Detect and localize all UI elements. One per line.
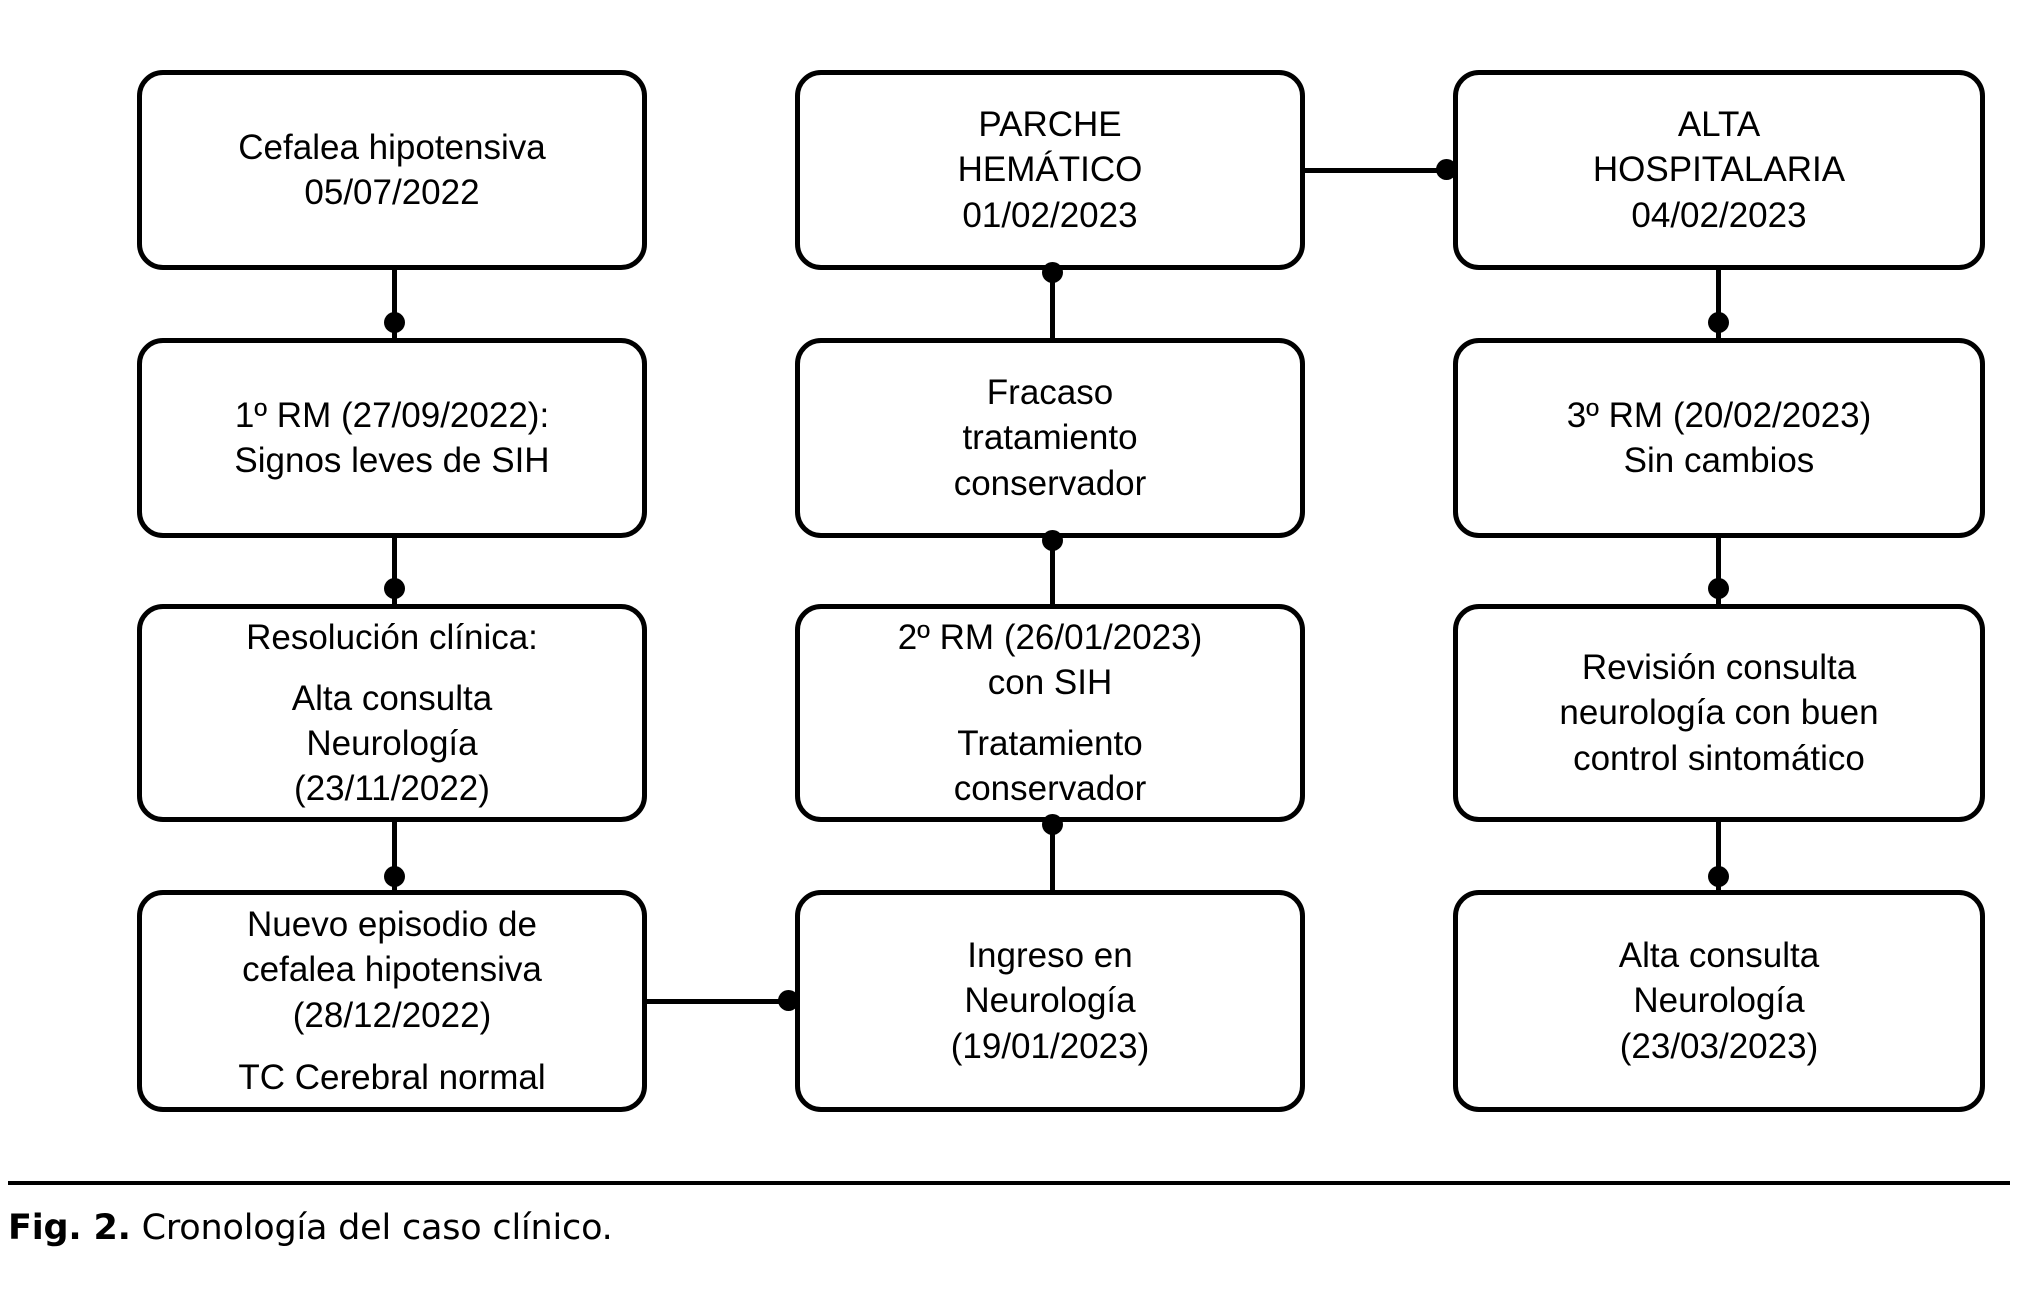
node-alta-hospitalaria[interactable]: ALTA HOSPITALARIA 04/02/2023	[1453, 70, 1985, 270]
node-line: Neurología	[306, 723, 478, 763]
figure-caption-text: Cronología del caso clínico.	[141, 1208, 613, 1248]
node-line: control sintomático	[1573, 738, 1865, 778]
edge-c1n4-c2n4	[647, 999, 799, 1004]
edge-endpoint-dot	[384, 578, 405, 599]
node-tercera-rm[interactable]: 3º RM (20/02/2023) Sin cambios	[1453, 338, 1985, 538]
node-line: 01/02/2023	[962, 195, 1138, 235]
node-line: 2º RM (26/01/2023)	[897, 618, 1203, 657]
edge-endpoint-dot	[1436, 159, 1457, 180]
node-line: Nuevo episodio de	[247, 905, 537, 945]
figure-caption-label: Fig. 2.	[8, 1208, 131, 1248]
node-line: Alta consulta	[1618, 936, 1820, 976]
node-line: 04/02/2023	[1631, 195, 1807, 235]
node-segunda-rm[interactable]: 2º RM (26/01/2023) con SIH Tratamiento c…	[795, 604, 1305, 822]
node-line: (23/03/2023)	[1619, 1026, 1819, 1066]
edge-endpoint-dot	[778, 990, 799, 1011]
node-line: 1º RM (27/09/2022):	[234, 395, 550, 435]
node-line: Ingreso en	[967, 936, 1133, 976]
node-line: 3º RM (20/02/2023)	[1566, 395, 1872, 435]
edge-endpoint-dot	[1042, 814, 1063, 835]
node-line: Resolución clínica:	[246, 618, 538, 657]
edge-endpoint-dot	[384, 312, 405, 333]
node-line: ALTA	[1677, 105, 1761, 145]
node-line: conservador	[953, 768, 1147, 808]
node-line: Signos leves de SIH	[234, 441, 550, 480]
node-primera-rm[interactable]: 1º RM (27/09/2022): Signos leves de SIH	[137, 338, 647, 538]
edge-c1n1-c1n2	[392, 270, 397, 338]
node-line: (19/01/2023)	[950, 1026, 1150, 1066]
node-line: conservador	[953, 463, 1147, 503]
node-line: (23/11/2022)	[294, 768, 490, 808]
node-line: con SIH	[987, 663, 1113, 703]
caption-rule	[8, 1181, 2010, 1185]
node-line: tratamiento	[962, 418, 1138, 458]
edge-c2n1-c3n1	[1305, 168, 1457, 173]
node-line: Fracaso	[986, 373, 1114, 413]
node-cefalea-hipotensiva[interactable]: Cefalea hipotensiva 05/07/2022	[137, 70, 647, 270]
node-parche-hematico[interactable]: PARCHE HEMÁTICO 01/02/2023	[795, 70, 1305, 270]
edge-c2n3-c2n2	[1050, 538, 1055, 604]
node-line: Sin cambios	[1623, 441, 1815, 480]
node-alta-consulta-neurologia[interactable]: Alta consulta Neurología (23/03/2023)	[1453, 890, 1985, 1112]
figure-caption: Fig. 2. Cronología del caso clínico.	[8, 1208, 1608, 1248]
edge-endpoint-dot	[1708, 866, 1729, 887]
node-resolucion-clinica[interactable]: Resolución clínica: Alta consulta Neurol…	[137, 604, 647, 822]
edge-endpoint-dot	[1042, 262, 1063, 283]
node-line: Revisión consulta	[1581, 648, 1857, 688]
node-line: HOSPITALARIA	[1592, 150, 1846, 190]
node-line: Alta consulta	[291, 678, 493, 718]
edge-c2n4-c2n3	[1050, 822, 1055, 890]
node-line: Neurología	[964, 981, 1136, 1021]
edge-c3n2-c3n3	[1716, 538, 1721, 604]
edge-c1n2-c1n3	[392, 538, 397, 604]
edge-c3n3-c3n4	[1716, 822, 1721, 890]
edge-endpoint-dot	[384, 866, 405, 887]
node-revision-consulta[interactable]: Revisión consulta neurología con buen co…	[1453, 604, 1985, 822]
node-line: HEMÁTICO	[957, 150, 1143, 190]
node-line: Tratamiento	[957, 723, 1143, 763]
node-line: PARCHE	[978, 105, 1122, 145]
node-line: Cefalea hipotensiva	[238, 127, 546, 167]
node-line: (28/12/2022)	[292, 995, 492, 1035]
node-line: cefalea hipotensiva	[242, 950, 542, 990]
node-line: TC Cerebral normal	[238, 1057, 546, 1097]
node-fracaso-tratamiento[interactable]: Fracaso tratamiento conservador	[795, 338, 1305, 538]
node-nuevo-episodio[interactable]: Nuevo episodio de cefalea hipotensiva (2…	[137, 890, 647, 1112]
node-line: 05/07/2022	[304, 173, 480, 212]
edge-c2n2-c2n1	[1050, 270, 1055, 338]
edge-c3n1-c3n2	[1716, 270, 1721, 338]
edge-endpoint-dot	[1708, 312, 1729, 333]
node-ingreso-neurologia[interactable]: Ingreso en Neurología (19/01/2023)	[795, 890, 1305, 1112]
edge-endpoint-dot	[1042, 530, 1063, 551]
edge-endpoint-dot	[1708, 578, 1729, 599]
edge-c1n3-c1n4	[392, 822, 397, 890]
node-line: Neurología	[1633, 981, 1805, 1021]
node-line: neurología con buen	[1559, 693, 1879, 733]
